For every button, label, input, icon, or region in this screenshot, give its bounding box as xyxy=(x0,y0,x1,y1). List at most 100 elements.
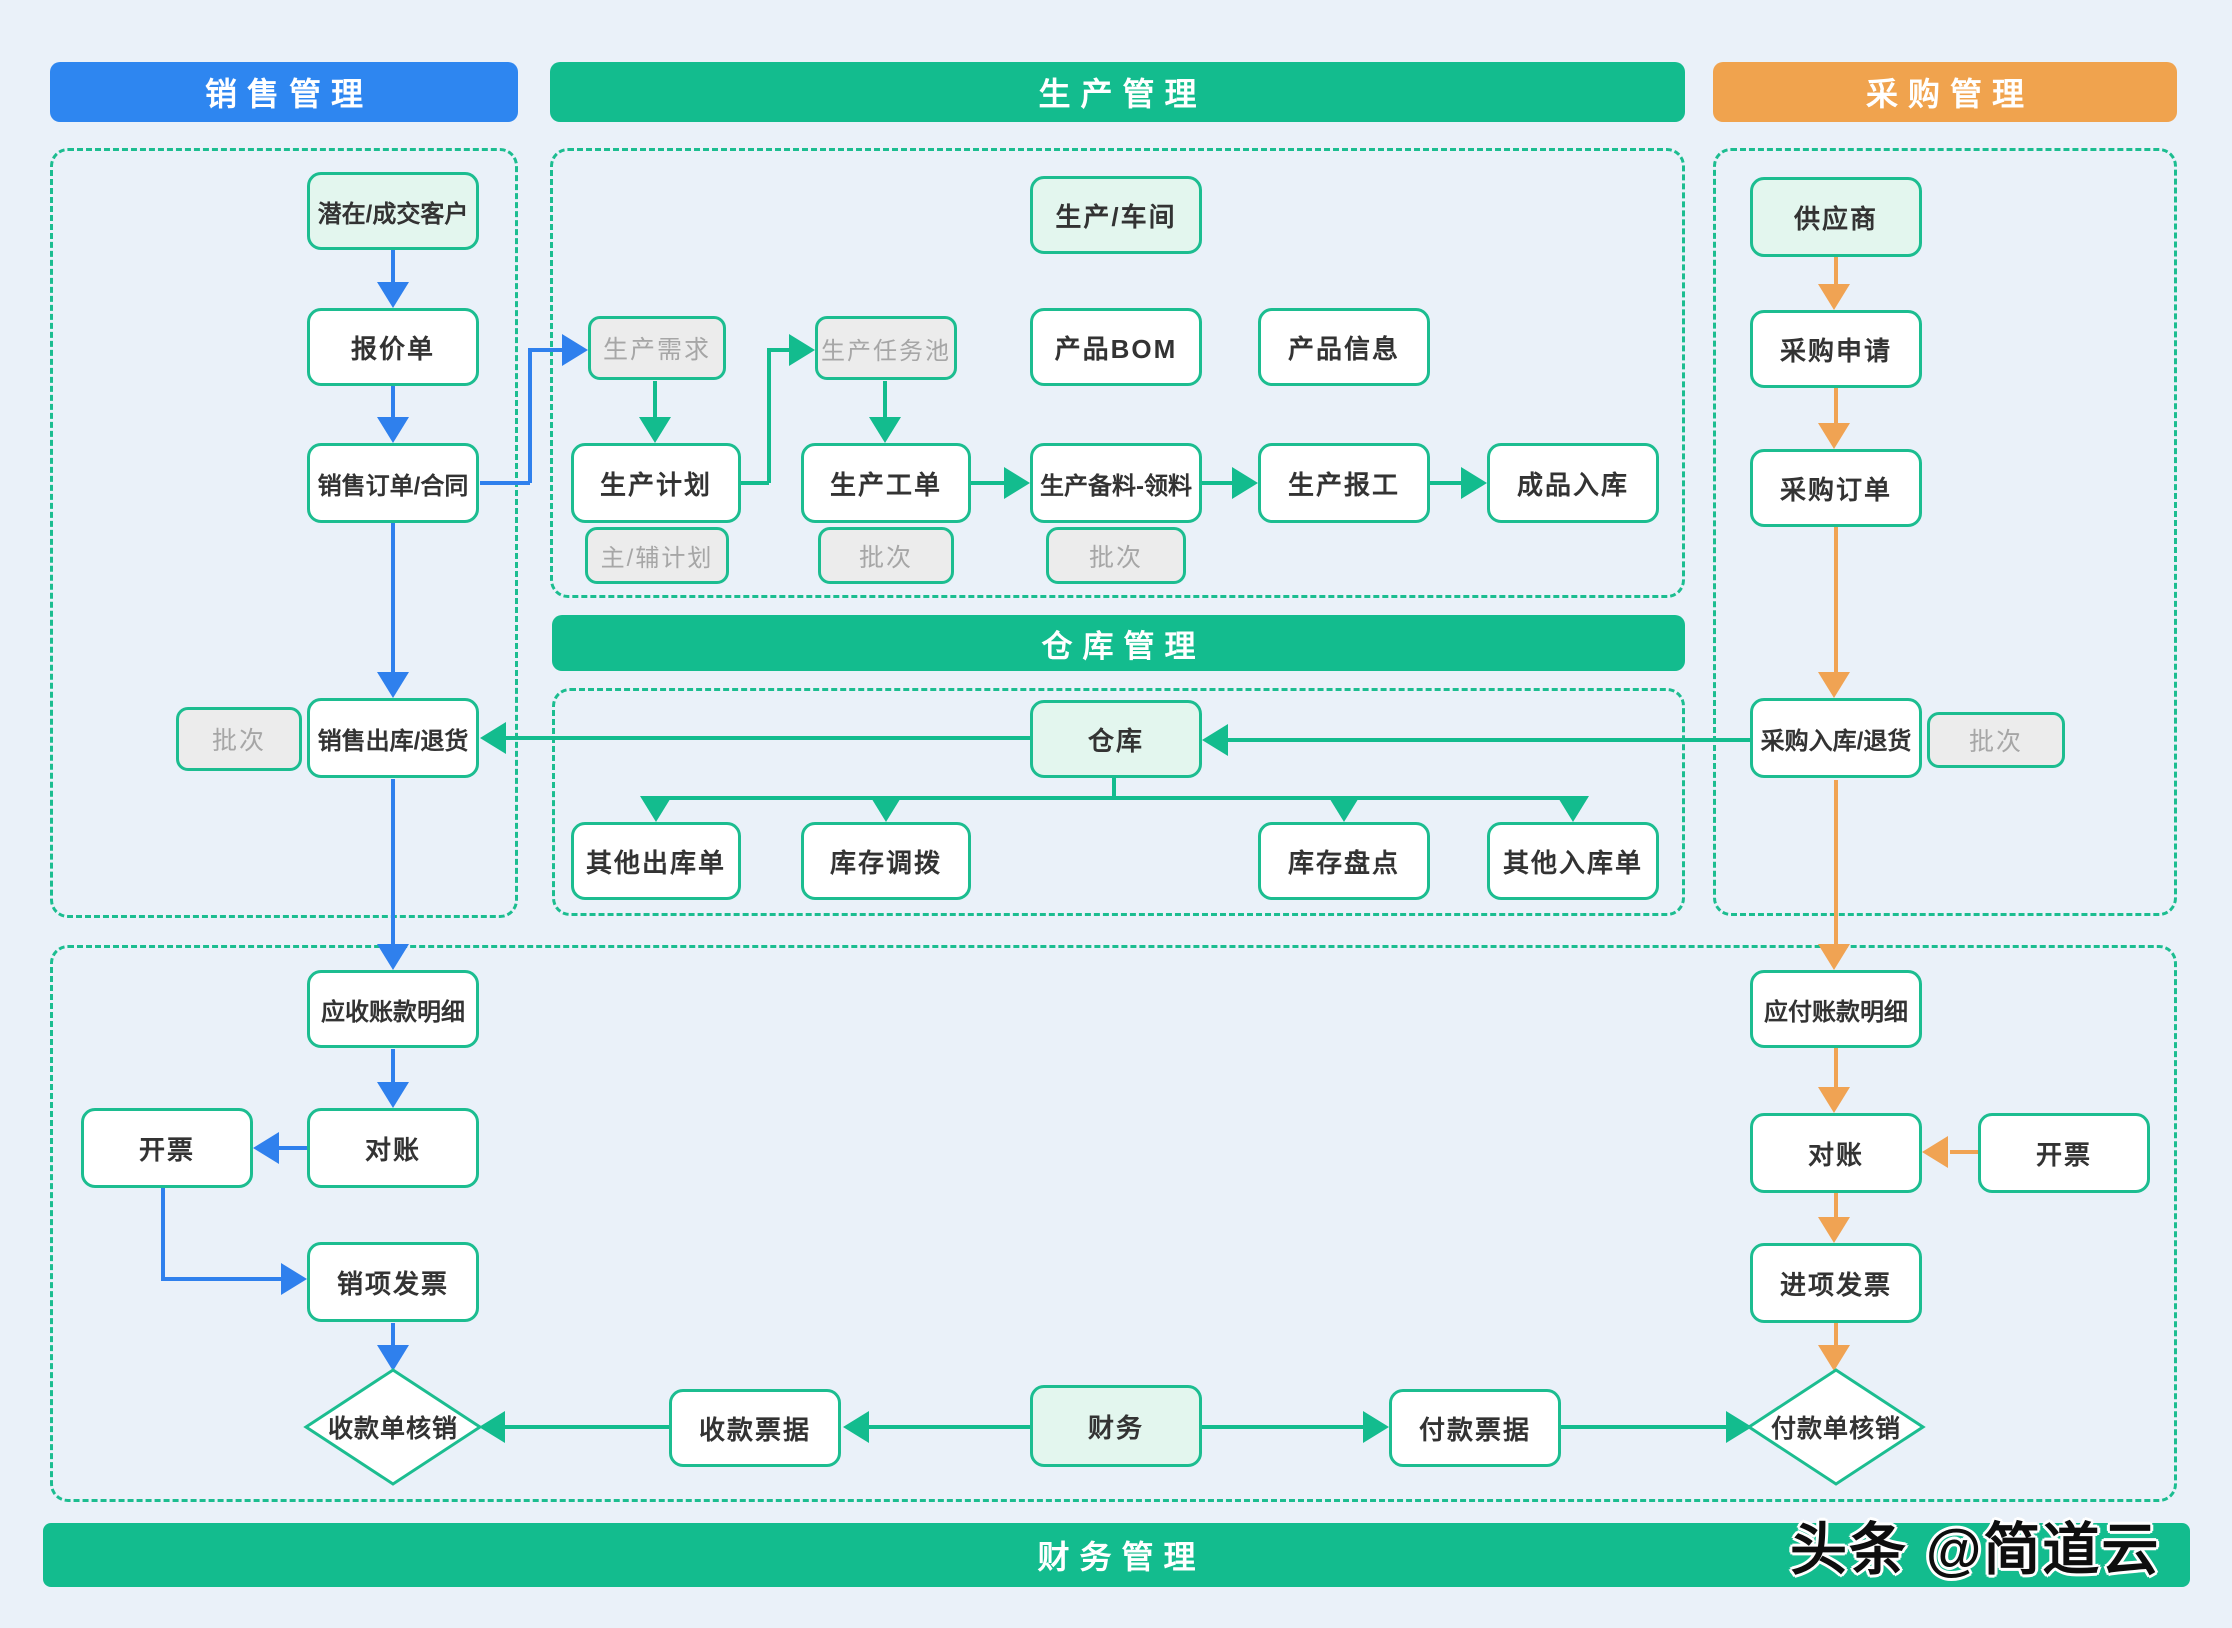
tag-production-demand: 生产需求 xyxy=(588,316,726,380)
node-purchase-inbound: 采购入库/退货 xyxy=(1750,698,1922,778)
arrow-plan-to-taskpool-seg2 xyxy=(767,350,771,483)
arrowhead-left-icon xyxy=(479,1411,505,1443)
arrow-request-to-order xyxy=(1834,388,1838,425)
finance-section-header: 财务管理 xyxy=(43,1523,2190,1587)
arrowhead-down-icon xyxy=(1328,796,1360,822)
arrow-purchase-inbound-to-warehouse xyxy=(1228,738,1750,742)
arrow-payment-note-to-writeoff xyxy=(1561,1425,1728,1429)
arrow-incoming-to-writeoff xyxy=(1834,1321,1838,1347)
purchase-region-border xyxy=(1713,148,2177,916)
arrow-reconcile-to-invoicing xyxy=(277,1146,307,1150)
node-sales-invoicing: 开票 xyxy=(81,1108,253,1188)
node-receipt-note: 收款票据 xyxy=(669,1389,841,1467)
arrow-finance-to-payment-note xyxy=(1202,1425,1365,1429)
arrow-quote-to-order xyxy=(391,386,395,419)
arrow-order-to-outbound xyxy=(391,521,395,674)
arrow-taskpool-to-workorder xyxy=(883,381,887,419)
arrow-warehouse-split-stub xyxy=(1112,778,1116,800)
arrowhead-down-icon xyxy=(1818,1345,1850,1371)
node-quotation: 报价单 xyxy=(307,308,479,386)
node-receipt-writeoff: 收款单核销 xyxy=(303,1367,483,1487)
arrowhead-down-icon xyxy=(1818,284,1850,310)
node-sales-order: 销售订单/合同 xyxy=(307,443,479,523)
node-sales-reconcile: 对账 xyxy=(307,1108,479,1188)
node-incoming-invoice: 进项发票 xyxy=(1750,1243,1922,1323)
node-production-plan: 生产计划 xyxy=(571,443,741,523)
arrow-invoicing-to-outgoing-seg1 xyxy=(161,1188,165,1279)
node-receipt-writeoff-label: 收款单核销 xyxy=(327,1415,458,1443)
node-sales-outbound: 销售出库/退货 xyxy=(307,698,479,778)
arrow-order-to-demand-seg3 xyxy=(528,348,564,352)
arrow-order-to-inbound xyxy=(1834,527,1838,674)
warehouse-region-border xyxy=(552,688,1685,916)
arrow-order-to-demand-seg1 xyxy=(480,481,530,485)
node-potential-customer: 潜在/成交客户 xyxy=(307,172,479,250)
node-finished-goods-inbound: 成品入库 xyxy=(1487,443,1659,523)
sales-section-header: 销售管理 xyxy=(50,62,518,122)
arrowhead-left-icon xyxy=(1922,1136,1948,1168)
node-product-bom: 产品BOM xyxy=(1030,308,1202,386)
node-workshop: 生产/车间 xyxy=(1030,176,1202,254)
node-supplier: 供应商 xyxy=(1750,177,1922,257)
arrowhead-left-icon xyxy=(253,1132,279,1164)
arrowhead-right-icon xyxy=(1232,467,1258,499)
tag-work-order-batch: 批次 xyxy=(818,527,954,584)
arrowhead-down-icon xyxy=(377,1082,409,1108)
arrowhead-down-icon xyxy=(377,672,409,698)
node-finance: 财务 xyxy=(1030,1385,1202,1467)
tag-main-aux-plan: 主/辅计划 xyxy=(585,527,729,584)
arrow-payable-to-reconcile xyxy=(1834,1048,1838,1089)
tag-material-batch: 批次 xyxy=(1046,527,1186,584)
arrow-report-to-finished xyxy=(1430,481,1463,485)
arrowhead-right-icon xyxy=(1004,467,1030,499)
arrowhead-down-icon xyxy=(869,417,901,443)
node-purchase-invoicing: 开票 xyxy=(1978,1113,2150,1193)
arrowhead-down-icon xyxy=(1818,1217,1850,1243)
arrowhead-down-icon xyxy=(1557,796,1589,822)
arrowhead-down-icon xyxy=(1818,1087,1850,1113)
arrowhead-down-icon xyxy=(1818,423,1850,449)
arrow-order-to-demand-seg2 xyxy=(528,350,532,483)
node-product-info: 产品信息 xyxy=(1258,308,1430,386)
arrow-customer-to-quote xyxy=(391,250,395,284)
production-section-header: 生产管理 xyxy=(550,62,1685,122)
watermark: 头条 @简道云 xyxy=(1790,1518,2161,1582)
arrowhead-down-icon xyxy=(377,944,409,970)
arrowhead-left-icon xyxy=(480,722,506,754)
arrow-material-to-report xyxy=(1202,481,1234,485)
tag-sales-batch: 批次 xyxy=(176,707,302,771)
node-payment-writeoff: 付款单核销 xyxy=(1746,1367,1926,1487)
node-other-inbound: 其他入库单 xyxy=(1487,822,1659,900)
arrowhead-left-icon xyxy=(1202,724,1228,756)
finance-region-border xyxy=(50,945,2177,1502)
arrow-warehouse-split-bus xyxy=(654,796,1574,800)
arrowhead-down-icon xyxy=(870,796,902,822)
arrow-inbound-to-payable xyxy=(1834,780,1838,946)
node-work-order: 生产工单 xyxy=(801,443,971,523)
arrow-outbound-to-receivable xyxy=(391,779,395,946)
arrowhead-down-icon xyxy=(377,1345,409,1371)
arrow-supplier-to-request xyxy=(1834,257,1838,286)
arrow-finance-to-receipt-note xyxy=(869,1425,1030,1429)
node-purchase-reconcile: 对账 xyxy=(1750,1113,1922,1193)
diamond-shape-icon xyxy=(1746,1368,1926,1486)
arrowhead-right-icon xyxy=(562,334,588,366)
arrowhead-down-icon xyxy=(1818,944,1850,970)
node-other-outbound: 其他出库单 xyxy=(571,822,741,900)
arrowhead-down-icon xyxy=(377,282,409,308)
arrowhead-right-icon xyxy=(281,1263,307,1295)
node-receivable-detail: 应收账款明细 xyxy=(307,970,479,1048)
arrow-receipt-note-to-writeoff xyxy=(505,1425,669,1429)
arrowhead-down-icon xyxy=(639,417,671,443)
node-stocktake: 库存盘点 xyxy=(1258,822,1430,900)
arrow-plan-to-taskpool-seg1 xyxy=(740,481,769,485)
arrow-demand-to-plan xyxy=(653,381,657,419)
warehouse-section-header: 仓库管理 xyxy=(552,615,1685,671)
node-purchase-request: 采购申请 xyxy=(1750,310,1922,388)
node-payable-detail: 应付账款明细 xyxy=(1750,970,1922,1048)
diamond-shape-icon xyxy=(303,1368,483,1486)
node-outgoing-invoice: 销项发票 xyxy=(307,1242,479,1322)
arrow-plan-to-taskpool-seg3 xyxy=(767,348,791,352)
node-warehouse: 仓库 xyxy=(1030,700,1202,778)
arrow-invoicing-to-outgoing-seg2 xyxy=(161,1277,283,1281)
